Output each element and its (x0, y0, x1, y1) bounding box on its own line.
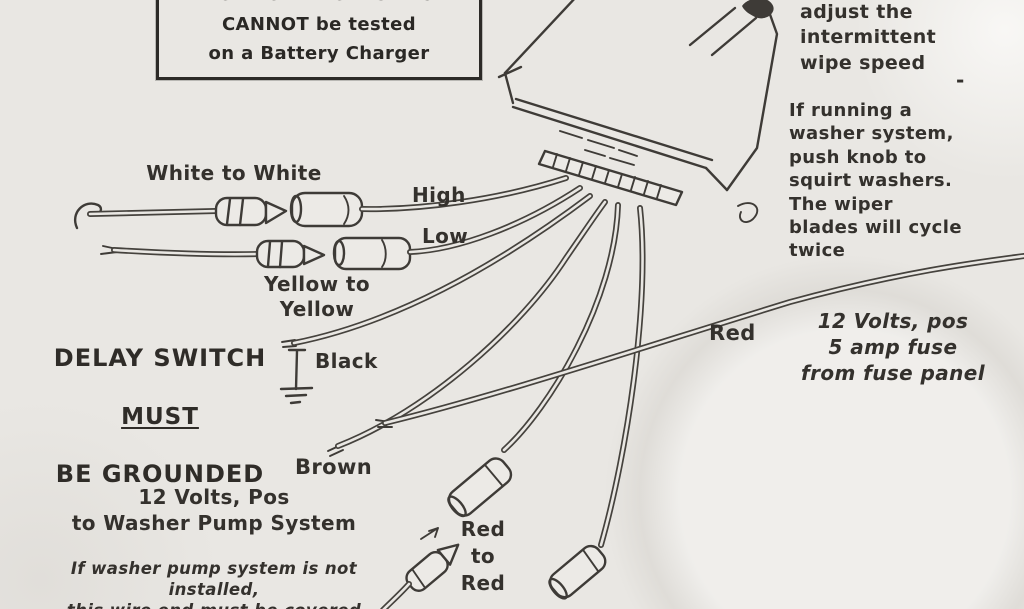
brown-wire-illustration (327, 199, 608, 457)
ground-warning-note: DELAY SWITCH MUST BE GROUNDED (52, 315, 268, 519)
yellow-wire-illustration (100, 185, 583, 271)
white-wire-label: White to White (146, 161, 322, 185)
black-wire-label: Black (315, 349, 378, 373)
washer-pump-condition: If washer pump system is not installed, … (67, 559, 361, 609)
low-speed-label: Low (422, 224, 469, 248)
red-wire-label: Red (709, 321, 756, 345)
high-speed-label: High (412, 183, 466, 207)
red-female-connector (447, 457, 513, 518)
yellow-female-connector (332, 236, 412, 271)
washer-pump-title: 12 Volts, Pos to Washer Pump System (71, 485, 357, 535)
terminal-strip-illustration (537, 149, 684, 207)
fuse-red-wire-illustration (375, 253, 1024, 428)
white-female-connector (289, 191, 364, 228)
ground-warning-line2: MUST (121, 403, 199, 430)
knob-shaft-illustration (688, 0, 774, 57)
washer-system-note: If running a washer system, push knob to… (789, 100, 962, 262)
ground-warning-line1: DELAY SWITCH (53, 344, 267, 373)
warning-note-box: The Intermittent Switch CANNOT be tested… (156, 0, 482, 80)
module-print-squiggle (559, 130, 638, 166)
black-wire-illustration (281, 193, 593, 348)
module-red-wire-illustration (501, 202, 621, 453)
yellow-male-bullet-connector (255, 239, 326, 269)
yellow-wire-label: Yellow to Yellow (263, 272, 370, 321)
white-male-bullet-connector (214, 196, 288, 227)
bare-wire-curl (737, 202, 759, 223)
washer-pump-note: 12 Volts, Pos to Washer Pump System If w… (53, 465, 375, 609)
dash-mark: - (956, 68, 965, 92)
brown-wire-label: Brown (295, 455, 373, 479)
fuse-note: 12 Volts, pos 5 amp fuse from fuse panel (801, 309, 985, 385)
bottom-right-red-connector (548, 544, 607, 600)
white-wire-illustration (74, 175, 569, 230)
ground-warning-line3: BE GROUNDED (55, 460, 265, 489)
red-male-bullet-connector (380, 527, 460, 609)
warning-note-text: The Intermittent Switch CANNOT be tested… (193, 0, 444, 65)
ground-symbol (279, 348, 314, 405)
wiper-control-module-illustration (497, 0, 779, 223)
vertical-red-wire-illustration (598, 205, 646, 548)
red-to-red-label: Red to Red (460, 517, 506, 595)
knob-adjust-note: adjust the intermittent wipe speed (800, 1, 937, 74)
